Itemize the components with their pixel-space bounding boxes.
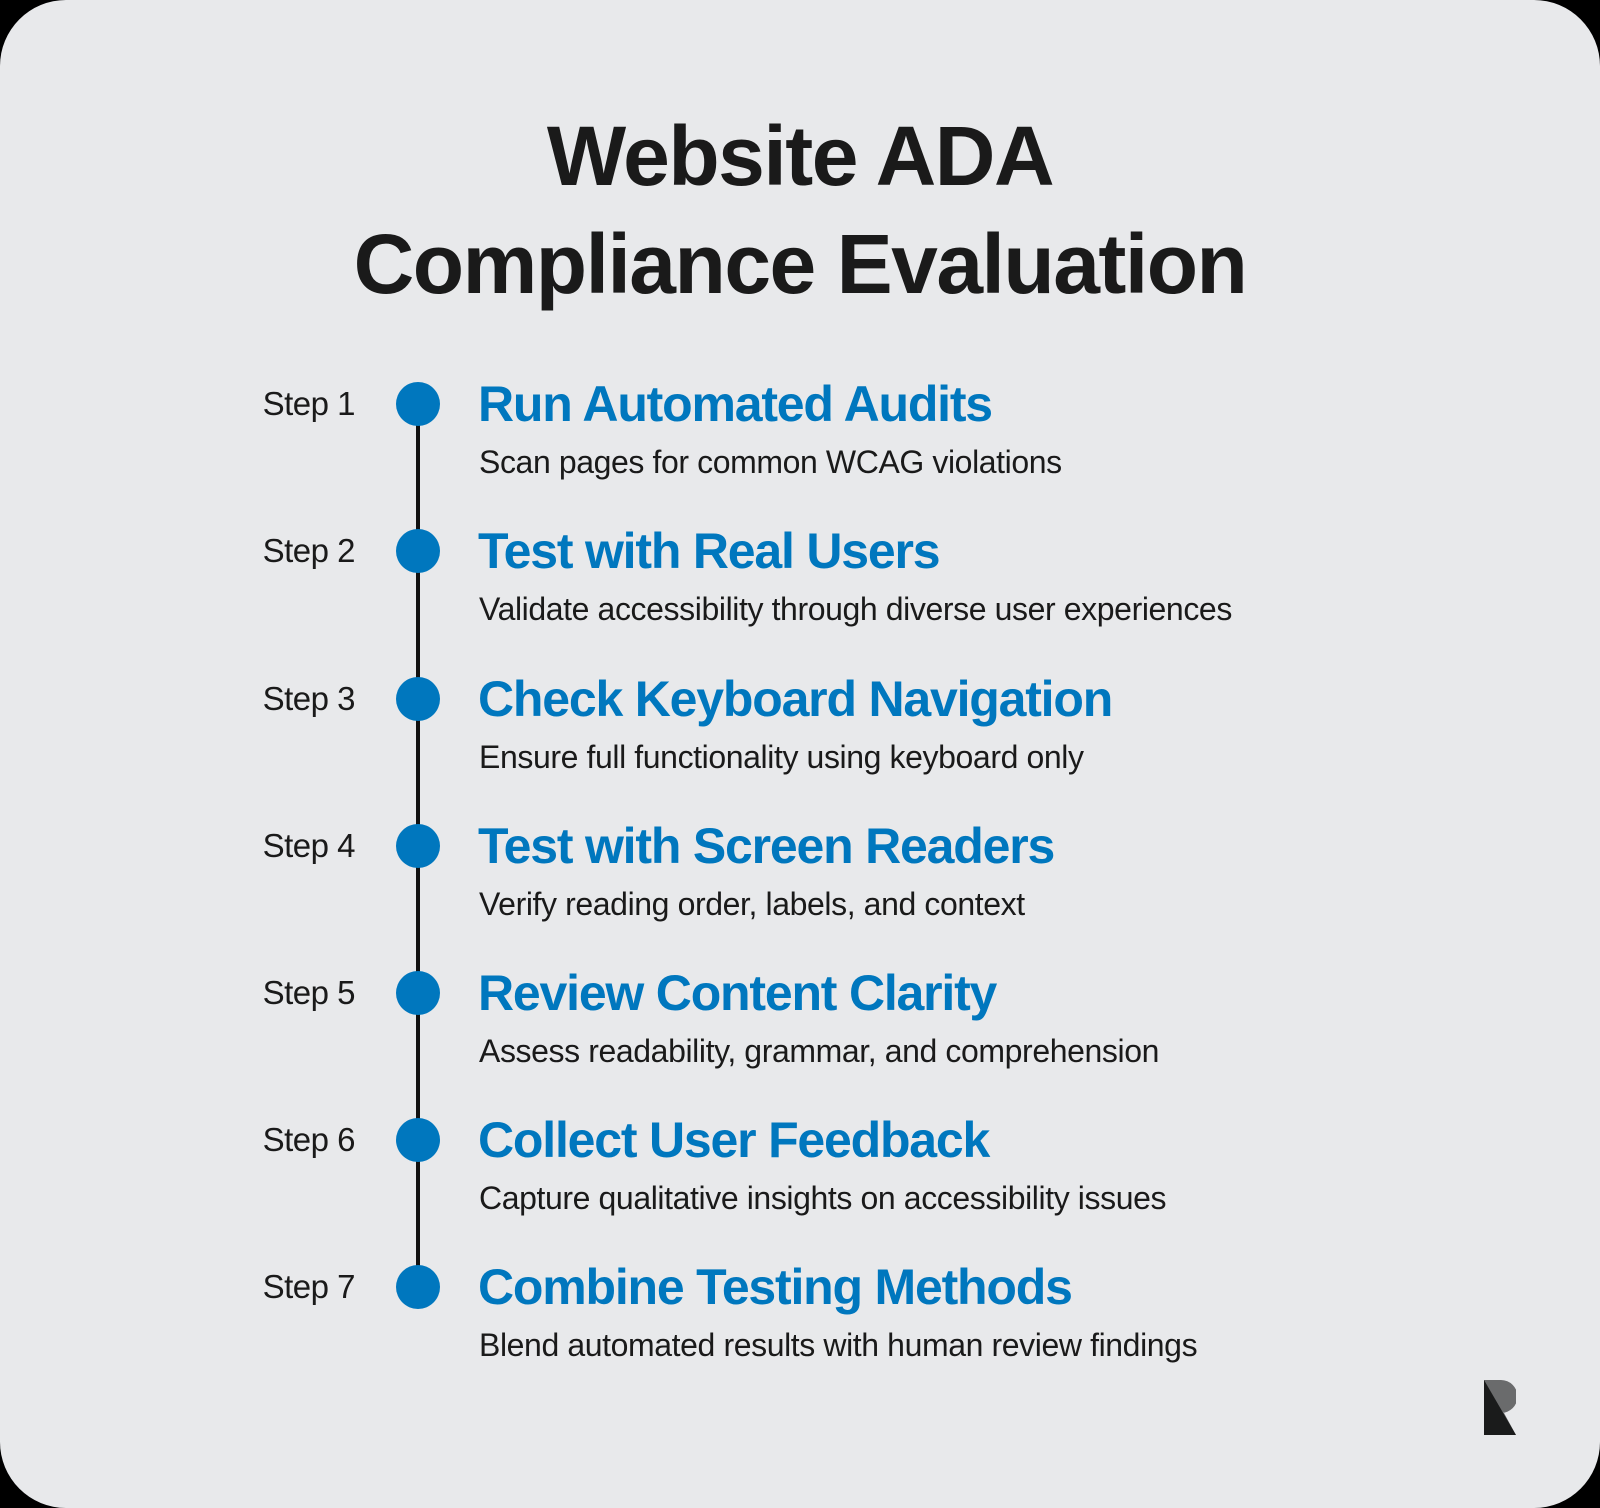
step-number-label: Step 1 xyxy=(262,385,356,422)
timeline-step-5: Step 5 Review Content Clarity Assess rea… xyxy=(0,965,1600,1111)
step-number-label: Step 7 xyxy=(262,1268,356,1305)
step-description: Verify reading order, labels, and contex… xyxy=(479,886,1025,922)
step-title: Run Automated Audits xyxy=(478,376,993,432)
step-number-label: Step 5 xyxy=(262,974,356,1011)
timeline-dot-icon xyxy=(396,824,440,868)
step-number-label: Step 6 xyxy=(262,1121,356,1158)
title-line-1: Website ADA xyxy=(546,109,1055,203)
step-number-label: Step 3 xyxy=(262,680,356,717)
step-title: Test with Real Users xyxy=(478,523,941,579)
step-description: Assess readability, grammar, and compreh… xyxy=(479,1033,1160,1069)
timeline-dot-icon xyxy=(396,1118,440,1162)
brand-r-logo-icon xyxy=(1484,1380,1516,1435)
timeline-dot-icon xyxy=(396,677,440,721)
step-title: Collect User Feedback xyxy=(478,1112,990,1168)
step-title: Test with Screen Readers xyxy=(478,818,1055,874)
timeline-step-6: Step 6 Collect User Feedback Capture qua… xyxy=(0,1112,1600,1258)
timeline-dot-icon xyxy=(396,1265,440,1309)
step-description: Scan pages for common WCAG violations xyxy=(479,444,1062,480)
timeline-step-3: Step 3 Check Keyboard Navigation Ensure … xyxy=(0,671,1600,817)
step-description: Ensure full functionality using keyboard… xyxy=(479,739,1084,775)
step-number-label: Step 4 xyxy=(262,827,356,864)
step-description: Blend automated results with human revie… xyxy=(479,1327,1198,1363)
page-title: Website ADA Compliance Evaluation xyxy=(0,102,1600,318)
step-title: Review Content Clarity xyxy=(478,965,997,1021)
timeline-step-7: Step 7 Combine Testing Methods Blend aut… xyxy=(0,1259,1600,1405)
step-title: Combine Testing Methods xyxy=(478,1259,1073,1315)
timeline-step-4: Step 4 Test with Screen Readers Verify r… xyxy=(0,818,1600,964)
step-title: Check Keyboard Navigation xyxy=(478,671,1113,727)
timeline-step-2: Step 2 Test with Real Users Validate acc… xyxy=(0,523,1600,669)
step-description: Capture qualitative insights on accessib… xyxy=(479,1180,1167,1216)
timeline-dot-icon xyxy=(396,529,440,573)
timeline-dot-icon xyxy=(396,382,440,426)
step-number-label: Step 2 xyxy=(262,532,356,569)
timeline-step-1: Step 1 Run Automated Audits Scan pages f… xyxy=(0,376,1600,522)
title-line-2: Compliance Evaluation xyxy=(353,217,1248,311)
timeline-dot-icon xyxy=(396,971,440,1015)
step-description: Validate accessibility through diverse u… xyxy=(479,591,1232,627)
